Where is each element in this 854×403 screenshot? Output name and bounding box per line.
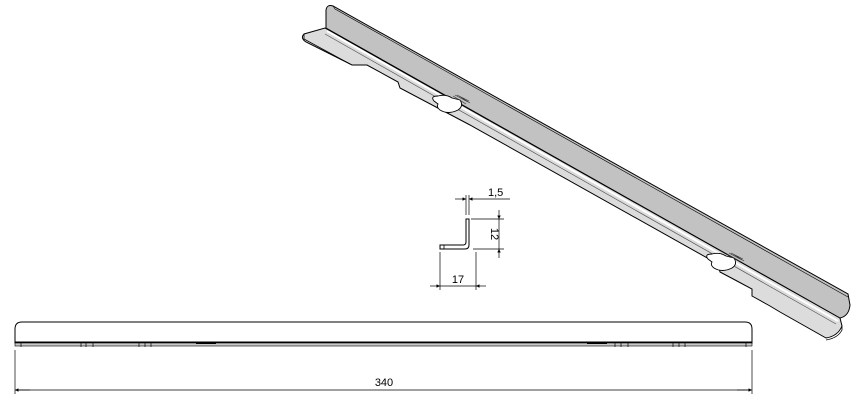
- front-outline: [14, 321, 753, 344]
- length-dimension: 340: [375, 377, 393, 389]
- keyhole-slot-icon: [706, 252, 745, 271]
- vertical-flange-face: [325, 5, 851, 319]
- front-view: 340: [14, 321, 753, 394]
- thickness-dimension: 1,5: [488, 187, 503, 199]
- width-dimension: 17: [452, 274, 464, 286]
- horizontal-flange-face: [301, 27, 843, 339]
- bend-line: [326, 30, 839, 322]
- height-dimension: 12: [488, 228, 500, 240]
- section-view: 1,5 12 17: [430, 187, 510, 290]
- slot-marker: [196, 342, 216, 344]
- slot-marker: [587, 342, 607, 344]
- isometric-view: [301, 5, 851, 341]
- section-profile: [439, 218, 470, 250]
- keyhole-slot-icon: [432, 94, 471, 113]
